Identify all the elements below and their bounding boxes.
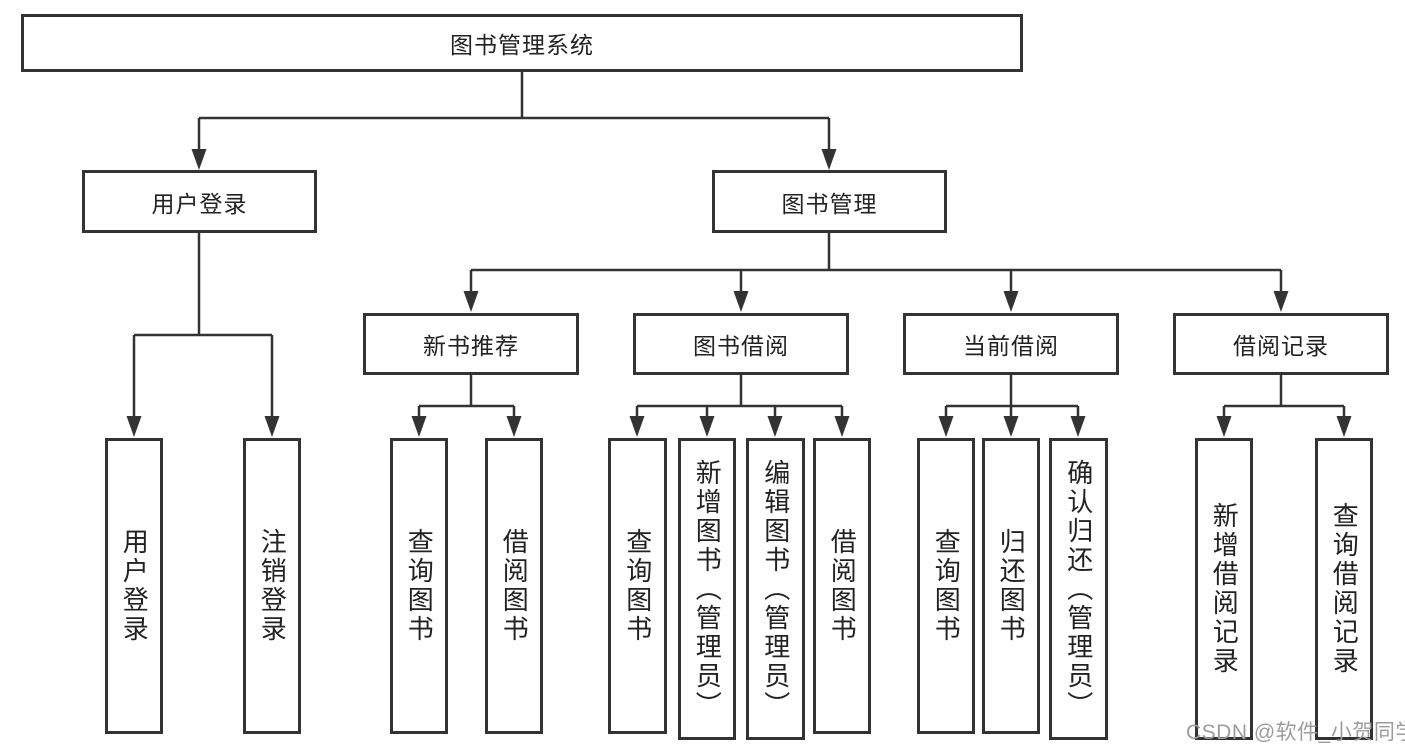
- node-borrow-records: 借阅记录: [1173, 313, 1389, 375]
- arrow-down-icon: [1003, 416, 1019, 437]
- leaf-add-book-admin: 新增图书（管理员）: [678, 438, 736, 740]
- leaf-label: 确认归还（管理员）: [1063, 458, 1094, 720]
- leaf-confirm-return-admin: 确认归还（管理员）: [1049, 438, 1108, 740]
- node-label: 图书管理系统: [450, 32, 594, 58]
- node-label: 新书推荐: [423, 333, 519, 359]
- node-current-borrow: 当前借阅: [903, 313, 1119, 375]
- arrow-down-icon: [1216, 416, 1232, 437]
- node-book-borrow: 图书借阅: [633, 313, 849, 375]
- leaf-edit-book-admin: 编辑图书（管理员）: [746, 438, 805, 740]
- leaf-label: 查询借阅记录: [1329, 502, 1360, 676]
- arrow-down-icon: [1070, 416, 1086, 437]
- arrow-down-icon: [938, 416, 954, 437]
- leaf-add-borrow-record: 新增借阅记录: [1195, 438, 1253, 740]
- leaf-logout: 注销登录: [243, 438, 301, 734]
- node-label: 图书管理: [781, 190, 878, 217]
- arrow-down-icon: [411, 416, 427, 437]
- arrow-down-icon: [629, 416, 645, 437]
- arrow-down-icon: [506, 416, 522, 437]
- leaf-label: 新增借阅记录: [1209, 502, 1240, 676]
- leaf-label: 查询图书: [404, 528, 435, 644]
- arrow-down-icon: [834, 416, 850, 437]
- arrow-down-icon: [191, 149, 207, 170]
- leaf-label: 编辑图书（管理员）: [760, 458, 791, 720]
- node-user-login: 用户登录: [82, 170, 317, 233]
- node-label: 借阅记录: [1233, 333, 1329, 359]
- arrow-down-icon: [126, 416, 142, 437]
- leaf-label: 注销登录: [257, 528, 288, 644]
- arrow-down-icon: [463, 291, 479, 312]
- leaf-borrow-books-recommend: 借阅图书: [485, 438, 543, 734]
- node-label: 用户登录: [151, 190, 248, 217]
- leaf-label: 归还图书: [996, 528, 1027, 644]
- leaf-borrow-books: 借阅图书: [813, 438, 871, 734]
- node-label: 图书借阅: [693, 333, 789, 359]
- node-new-book-recommend: 新书推荐: [363, 313, 579, 375]
- node-label: 当前借阅: [963, 333, 1059, 359]
- csdn-watermark: CSDN @软件_小贺同学: [1186, 721, 1405, 744]
- arrow-down-icon: [1273, 291, 1289, 312]
- arrow-down-icon: [733, 291, 749, 312]
- leaf-query-books-borrow: 查询图书: [608, 438, 667, 734]
- leaf-return-book: 归还图书: [982, 438, 1040, 734]
- node-book-management: 图书管理: [712, 170, 947, 233]
- leaf-label: 查询图书: [622, 528, 653, 644]
- node-root: 图书管理系统: [21, 14, 1023, 72]
- arrow-down-icon: [767, 416, 783, 437]
- arrow-down-icon: [699, 416, 715, 437]
- leaf-label: 新增图书（管理员）: [692, 458, 723, 720]
- arrow-down-icon: [1003, 291, 1019, 312]
- arrow-down-icon: [264, 416, 280, 437]
- leaf-label: 借阅图书: [827, 528, 858, 644]
- arrowheads: [126, 149, 1352, 437]
- leaf-label: 用户登录: [119, 528, 150, 644]
- leaf-label: 借阅图书: [499, 528, 530, 644]
- arrow-down-icon: [821, 149, 837, 170]
- leaf-query-books-recommend: 查询图书: [390, 438, 448, 734]
- leaf-user-login: 用户登录: [105, 438, 163, 734]
- leaf-query-books-current: 查询图书: [917, 438, 975, 734]
- leaf-query-borrow-record: 查询借阅记录: [1315, 438, 1373, 740]
- leaf-label: 查询图书: [931, 528, 962, 644]
- arrow-down-icon: [1336, 416, 1352, 437]
